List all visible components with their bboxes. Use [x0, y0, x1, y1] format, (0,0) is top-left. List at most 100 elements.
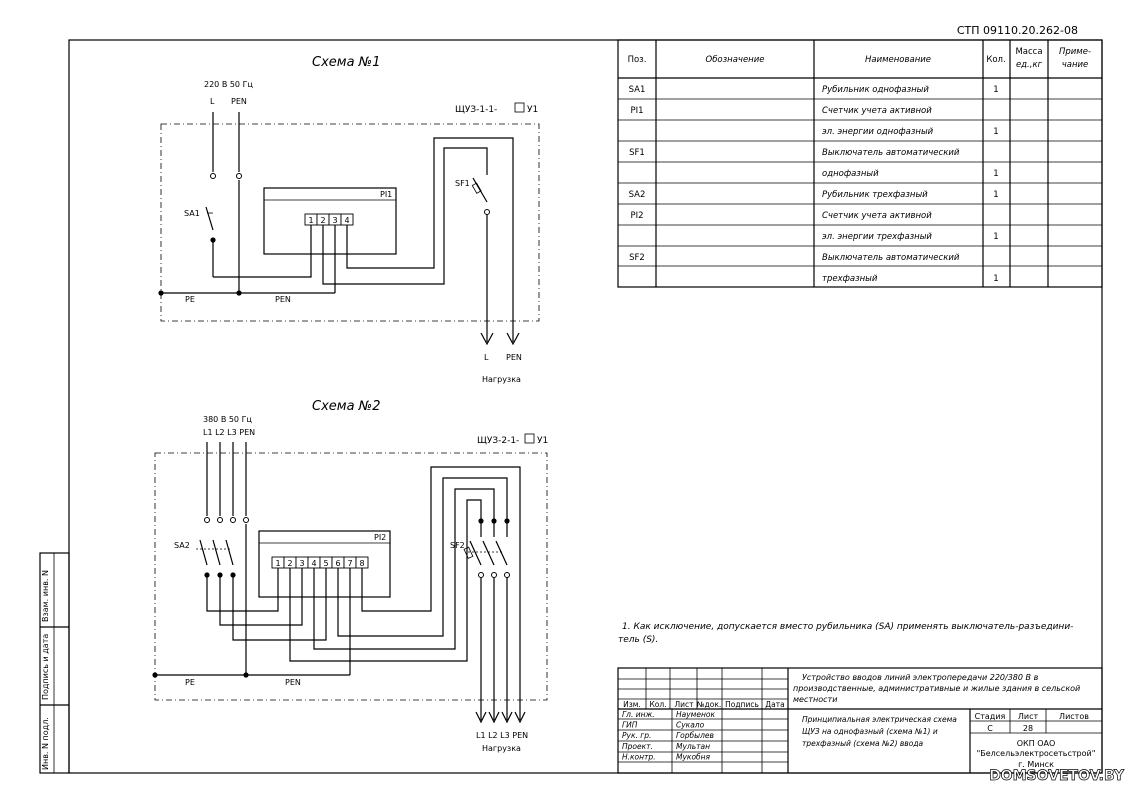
sheet-title-line-2: ЩУЗ на однофазный (схема №1) и	[802, 727, 938, 736]
note-line-2: тель (S).	[618, 635, 658, 645]
doc-code: СТП 09110.20.262-08	[957, 24, 1078, 37]
spec-row-pos: PI1	[630, 106, 643, 116]
project-title-line-1: Устройство вводов линий электропередачи …	[802, 673, 1039, 682]
scheme-1-output-l: L	[484, 353, 489, 362]
project-title-line-2: производственные, административные и жил…	[793, 684, 1080, 693]
pi2-terminal-7: 7	[347, 559, 352, 568]
sf1-switch-blade	[472, 177, 488, 203]
stamp-staff-name: Науменок	[676, 710, 715, 719]
scheme-2: Схема №2 380 В 50 Гц L1 L2 L3 PEN ЩУЗ-2-…	[152, 399, 548, 753]
stamp-header-sheet: Лист	[674, 700, 694, 709]
output-l1-arrow-icon	[475, 711, 487, 724]
output-pen2-arrow-icon	[514, 711, 526, 724]
pi1-terminal-4: 4	[344, 216, 349, 225]
scheme-1: Схема №1 220 В 50 Гц L PEN ЩУЗ-1-1- У1 S…	[158, 55, 540, 384]
sf1-label: SF1	[455, 179, 470, 188]
org-line-2: "Белсельэлектросетьстрой"	[977, 749, 1096, 758]
scheme-1-input-pen: PEN	[231, 97, 247, 106]
spec-header-designation: Обозначение	[706, 55, 765, 65]
spec-row-name: Счетчик учета активной	[822, 106, 932, 116]
spec-row-qty: 1	[993, 127, 998, 137]
side-label-inventory: Инв. N подл.	[41, 717, 50, 770]
output-l2-arrow-icon	[488, 711, 500, 724]
spec-row-pos: SA1	[629, 85, 646, 95]
org-line-1: ОКП ОАО	[1017, 739, 1056, 748]
spec-row-name: однофазный	[822, 169, 879, 179]
sf2-switch	[463, 518, 510, 720]
sa1-label: SA1	[184, 209, 200, 218]
stamp-staff-name: Мукобня	[676, 752, 711, 761]
sa2-label: SA2	[174, 541, 190, 550]
spec-header-name: Наименование	[865, 55, 931, 65]
spec-row-name: эл. энергии однофазный	[822, 127, 934, 137]
spec-row-qty: 1	[993, 85, 998, 95]
spec-header-mass-1: Масса	[1015, 47, 1042, 57]
spec-row-qty: 1	[993, 169, 998, 179]
spec-row-pos: SF2	[629, 253, 645, 263]
spec-row-qty: 1	[993, 274, 998, 284]
org-line-3: г. Минск	[1018, 760, 1054, 769]
stamp-staff-role: Н.контр.	[622, 752, 656, 761]
sheet-frame	[39, 39, 1103, 774]
side-label-signature: Подпись и дата	[41, 634, 50, 700]
scheme-1-panel-box-icon	[514, 102, 525, 113]
meter-pi1-terminals: 1 2 3 4	[304, 213, 354, 226]
sa1-terminal	[210, 173, 216, 179]
title-block: Изм. Кол. Лист №док. Подпись Дата Гл. ин…	[617, 667, 1103, 774]
scheme-1-title: Схема №1	[312, 55, 380, 70]
note-line-1: 1. Как исключение, допускается вместо ру…	[622, 622, 1073, 632]
spec-row-name: Выключатель автоматический	[822, 148, 960, 158]
pi2-terminal-3: 3	[299, 559, 304, 568]
scheme-2-load: Нагрузка	[482, 744, 521, 753]
spec-row-name: Счетчик учета активной	[822, 211, 932, 221]
scheme-2-pen-label: PEN	[285, 678, 301, 687]
pi1-terminal-1: 1	[308, 216, 313, 225]
spec-row-name: трехфазный	[822, 274, 878, 284]
scheme-1-enclosure	[160, 123, 540, 322]
spec-row-name: эл. энергии трехфазный	[822, 232, 932, 242]
meter-pi2-terminals: 1 2 3 4 5 6 7 8	[271, 556, 369, 569]
sheet-value: 28	[1023, 724, 1033, 733]
spec-header-pos: Поз.	[628, 55, 647, 65]
scheme-2-pe-label: PE	[185, 678, 195, 687]
stamp-staff-name: Горбылев	[676, 731, 714, 740]
stamp-staff-name: Мультан	[676, 742, 710, 751]
meter-pi1	[263, 187, 397, 255]
stamp-staff-role: ГИП	[622, 721, 638, 730]
stage-label: Стадия	[975, 712, 1006, 721]
sheet-title-line-1: Принципиальная электрическая схема	[802, 715, 957, 724]
meter-pi1-label: PI1	[380, 190, 392, 199]
sf2-label: SF2	[450, 541, 465, 550]
scheme-2-panel-label: ЩУЗ-2-1-	[477, 436, 519, 446]
sa2-switch	[196, 442, 249, 578]
scheme-2-enclosure	[154, 452, 548, 701]
pi1-terminal-2: 2	[320, 216, 325, 225]
spec-row-qty: 1	[993, 232, 998, 242]
side-label-replacement: Взам. инв. N	[41, 570, 50, 622]
scheme-2-panel-suffix: У1	[537, 436, 548, 446]
stamp-header-count: Кол.	[649, 700, 666, 709]
spec-row-name: Выключатель автоматический	[822, 253, 960, 263]
pi2-terminal-1: 1	[275, 559, 280, 568]
spec-row-name: Рубильник трехфазный	[822, 190, 928, 200]
spec-header-note-1: Приме-	[1059, 47, 1091, 57]
pi2-terminal-2: 2	[287, 559, 292, 568]
spec-row-pos: SA2	[629, 190, 646, 200]
scheme-1-panel-suffix: У1	[527, 105, 538, 115]
spec-row-name: Рубильник однофазный	[822, 85, 929, 95]
stage-value: С	[987, 724, 993, 733]
scheme-1-supply: 220 В 50 Гц	[204, 80, 253, 89]
spec-header-qty: Кол.	[986, 55, 1005, 65]
output-l-arrow-icon	[480, 332, 494, 346]
scheme-1-pen-label: PEN	[275, 295, 291, 304]
pi2-terminal-5: 5	[323, 559, 328, 568]
scheme-2-supply: 380 В 50 Гц	[203, 415, 252, 424]
output-pen-arrow-icon	[506, 332, 520, 346]
spec-table: Поз. Обозначение Наименование Кол. Масса…	[617, 39, 1103, 288]
scheme-2-inputs: L1 L2 L3 PEN	[203, 428, 255, 437]
scheme-2-title: Схема №2	[312, 399, 380, 414]
scheme-1-pe-label: PE	[185, 295, 195, 304]
